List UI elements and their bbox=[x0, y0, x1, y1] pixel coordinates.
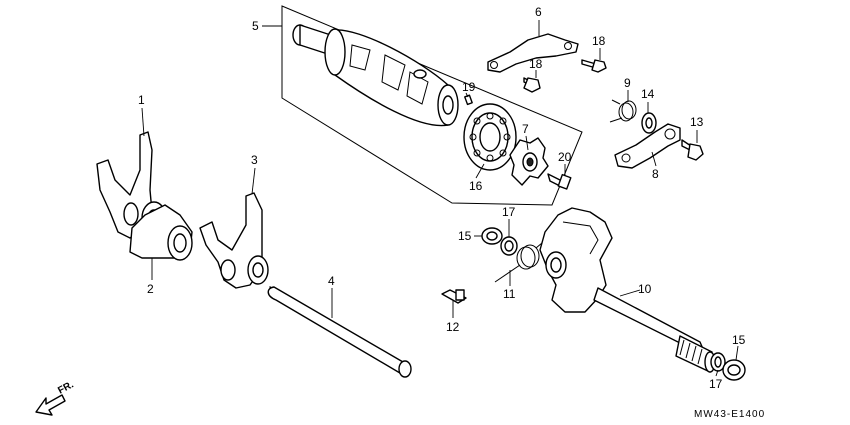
bearing bbox=[463, 103, 517, 171]
shift-fork-shaft bbox=[267, 286, 412, 378]
bolt-20 bbox=[547, 173, 572, 190]
shift-drum-center bbox=[509, 137, 549, 186]
shift-drum bbox=[292, 24, 459, 127]
stopper-plate bbox=[487, 33, 579, 73]
callout-7: 7 bbox=[522, 122, 529, 136]
front-direction-label: FR. bbox=[56, 379, 76, 396]
bolt-12 bbox=[441, 289, 467, 304]
callout-1: 1 bbox=[138, 93, 145, 107]
callout-17-upper: 17 bbox=[502, 205, 516, 219]
shift-fork-3 bbox=[199, 192, 269, 289]
return-spring-9 bbox=[609, 99, 637, 123]
assembly-group-outline bbox=[281, 5, 583, 206]
callout-9: 9 bbox=[624, 76, 631, 90]
callout-6: 6 bbox=[535, 5, 542, 19]
gearshift-spindle bbox=[539, 207, 716, 373]
stopper-arm bbox=[614, 123, 681, 169]
collar-17-upper bbox=[500, 236, 518, 256]
washer-14 bbox=[641, 112, 657, 134]
callout-3: 3 bbox=[251, 153, 258, 167]
washer-15-lower bbox=[722, 359, 746, 381]
diagram-code: MW43-E1400 bbox=[694, 409, 765, 420]
callout-labels: 1 2 3 4 5 6 7 8 9 10 11 12 13 14 15 15 1… bbox=[138, 5, 746, 391]
bolt-18-upper bbox=[581, 59, 607, 73]
callout-19: 19 bbox=[462, 80, 476, 94]
callout-11: 11 bbox=[503, 287, 516, 301]
callout-leaders bbox=[141, 20, 739, 377]
callout-14: 14 bbox=[641, 87, 655, 101]
washer-15-upper bbox=[481, 227, 503, 245]
front-direction-arrow: FR. bbox=[35, 379, 76, 416]
pin-19 bbox=[464, 94, 473, 106]
callout-16: 16 bbox=[469, 179, 483, 193]
callout-13: 13 bbox=[690, 115, 704, 129]
callout-10: 10 bbox=[638, 282, 652, 296]
callout-20: 20 bbox=[558, 150, 572, 164]
callout-17-lower: 17 bbox=[709, 377, 723, 391]
bolt-13 bbox=[681, 139, 704, 161]
callout-4: 4 bbox=[328, 274, 335, 288]
callout-2: 2 bbox=[147, 282, 154, 296]
callout-8: 8 bbox=[652, 167, 659, 181]
bolt-18-lower bbox=[523, 77, 541, 93]
callout-18-lower: 18 bbox=[529, 57, 543, 71]
callout-18-upper: 18 bbox=[592, 34, 606, 48]
callout-5: 5 bbox=[252, 19, 259, 33]
callout-12: 12 bbox=[446, 320, 460, 334]
callout-15-upper: 15 bbox=[458, 229, 472, 243]
callout-15-lower: 15 bbox=[732, 333, 746, 347]
shift-fork-2 bbox=[129, 204, 193, 261]
